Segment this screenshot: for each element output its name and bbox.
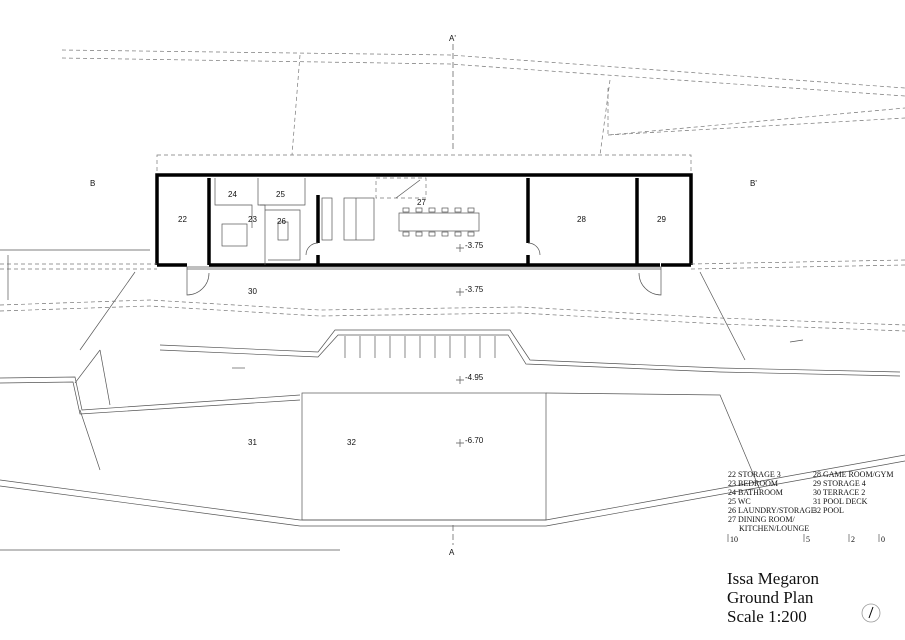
- legend-item: 25 WC: [728, 497, 751, 506]
- scale-tick: 2: [851, 535, 855, 544]
- legend-item: 28 GAME ROOM/GYM: [813, 470, 893, 479]
- level-pool: -6.70: [465, 436, 484, 445]
- site-lines: [0, 249, 905, 551]
- legend: 22 STORAGE 3 23 BEDROOM 24 BATHROOM 25 W…: [728, 470, 893, 533]
- legend-item: 31 POOL DECK: [813, 497, 868, 506]
- north-arrow-icon: [861, 603, 881, 623]
- building: [155, 154, 693, 296]
- scale-tick: 0: [881, 535, 885, 544]
- room-24: 24: [228, 190, 237, 199]
- drawing-subtitle: Ground Plan: [727, 588, 814, 607]
- legend-item: 32 POOL: [813, 506, 844, 515]
- section-mark-a-bottom: A: [449, 548, 455, 557]
- room-25: 25: [276, 190, 285, 199]
- room-26: 26: [277, 217, 286, 226]
- legend-item: 30 TERRACE 2: [813, 488, 865, 497]
- section-mark-b-right: B': [750, 179, 757, 188]
- legend-item: 22 STORAGE 3: [728, 470, 781, 479]
- level-interior: -3.75: [465, 241, 484, 250]
- room-30: 30: [248, 287, 257, 296]
- drawing-scale: Scale 1:200: [727, 607, 807, 626]
- room-29: 29: [657, 215, 666, 224]
- level-markers: [456, 244, 464, 447]
- pool-outline: [301, 392, 547, 521]
- room-31: 31: [248, 438, 257, 447]
- level-deck: -4.95: [465, 373, 484, 382]
- room-22: 22: [178, 215, 187, 224]
- section-mark-b-left: B: [90, 179, 95, 188]
- scale-tick: 5: [806, 535, 810, 544]
- dining-chairs: [402, 207, 475, 237]
- legend-item: KITCHEN/LOUNGE: [739, 524, 809, 533]
- legend-item: 23 BEDROOM: [728, 479, 778, 488]
- deck-stairs: [344, 336, 496, 358]
- legend-item: 26 LAUNDRY/STORAGE: [728, 506, 816, 515]
- level-terrace: -3.75: [465, 285, 484, 294]
- scale-bar: 10 5 2 0: [727, 534, 885, 544]
- section-mark-a-top: A': [449, 34, 456, 43]
- room-32: 32: [347, 438, 356, 447]
- legend-item: 29 STORAGE 4: [813, 479, 866, 488]
- legend-item: 27 DINING ROOM/: [728, 515, 795, 524]
- scale-tick: 10: [730, 535, 738, 544]
- room-27: 27: [417, 198, 426, 207]
- legend-item: 24 BATHROOM: [728, 488, 783, 497]
- room-23: 23: [248, 215, 257, 224]
- room-28: 28: [577, 215, 586, 224]
- drawing-title: Issa Megaron: [727, 569, 820, 588]
- roof-outlines: [61, 44, 905, 156]
